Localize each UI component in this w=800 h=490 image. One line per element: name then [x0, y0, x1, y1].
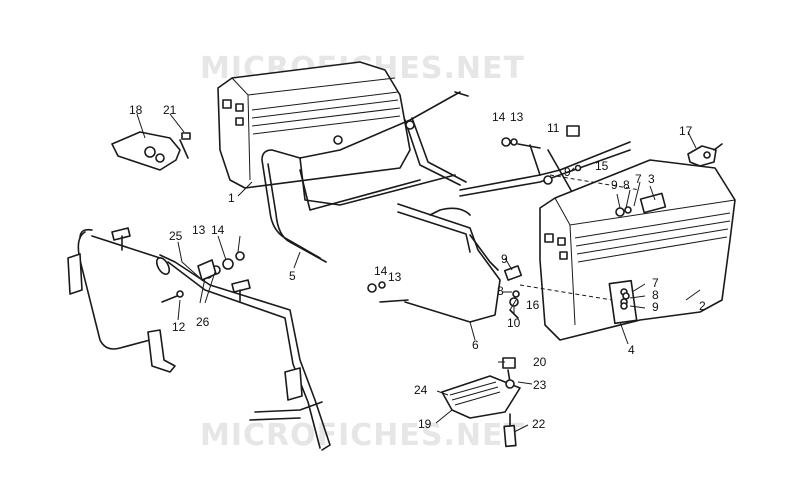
callout-8-lower: 8	[652, 288, 659, 302]
callout-14-top: 14	[492, 110, 506, 124]
right-rack-tube	[397, 141, 631, 323]
bolt-washer-set-center	[367, 137, 541, 319]
callout-12: 12	[172, 320, 186, 334]
callout-10: 10	[507, 316, 521, 330]
callout-13-center: 13	[388, 270, 402, 284]
callout-15: 15	[595, 159, 609, 173]
callout-16: 16	[526, 298, 540, 312]
callout-2: 2	[699, 299, 706, 313]
callout-22: 22	[532, 417, 546, 431]
callout-9-lower: 9	[652, 300, 659, 314]
callout-14-left: 14	[211, 223, 225, 237]
callout-3: 3	[648, 172, 655, 186]
callout-20: 20	[533, 355, 547, 369]
screw-15	[574, 164, 582, 172]
callout-18: 18	[129, 103, 143, 117]
callout-9-top: 9	[564, 165, 571, 179]
bolt-washer-set-left	[161, 251, 245, 303]
callout-8-center: 8	[497, 284, 504, 298]
washer-8-upper	[615, 207, 625, 217]
washer-8-lower	[622, 292, 630, 300]
callout-11: 11	[547, 121, 560, 135]
leader-lines	[136, 113, 701, 433]
washer-9-lower	[620, 302, 628, 310]
callout-labels: 1 2 3 4 5 6 7 7 8 8 8 9 9 9 9 10 11 12 1…	[129, 103, 706, 431]
callout-13-top: 13	[510, 110, 524, 124]
callout-25: 25	[169, 229, 183, 243]
callout-19-footrest: 19	[418, 417, 432, 431]
callout-4: 4	[628, 343, 635, 357]
callout-13-left: 13	[192, 223, 206, 237]
callout-8-upper: 8	[623, 178, 630, 192]
callout-24: 24	[414, 383, 428, 397]
callout-9-center: 9	[501, 252, 508, 266]
clip-11	[566, 125, 580, 137]
front-crash-guard	[67, 227, 331, 451]
callout-7-upper: 7	[635, 172, 642, 186]
callout-9-upper: 9	[611, 178, 618, 192]
footrest-bracket	[441, 357, 521, 448]
mounting-bracket-18	[111, 131, 191, 171]
callout-17: 17	[679, 124, 693, 138]
left-pannier-case	[217, 61, 411, 189]
callout-5: 5	[289, 269, 296, 283]
callout-6: 6	[472, 338, 479, 352]
washer-9-upper	[624, 206, 632, 214]
right-pannier-case	[539, 159, 736, 341]
callout-21: 21	[163, 103, 177, 117]
callout-14-center: 14	[374, 264, 388, 278]
callout-1: 1	[228, 191, 235, 205]
watermark-bottom: MICROFICHES.NET	[200, 418, 525, 453]
left-rack-tube	[261, 91, 469, 263]
callout-26: 26	[196, 315, 210, 329]
lock-cylinder-17	[687, 143, 723, 167]
callout-7-lower: 7	[652, 276, 659, 290]
callout-23: 23	[533, 378, 547, 392]
